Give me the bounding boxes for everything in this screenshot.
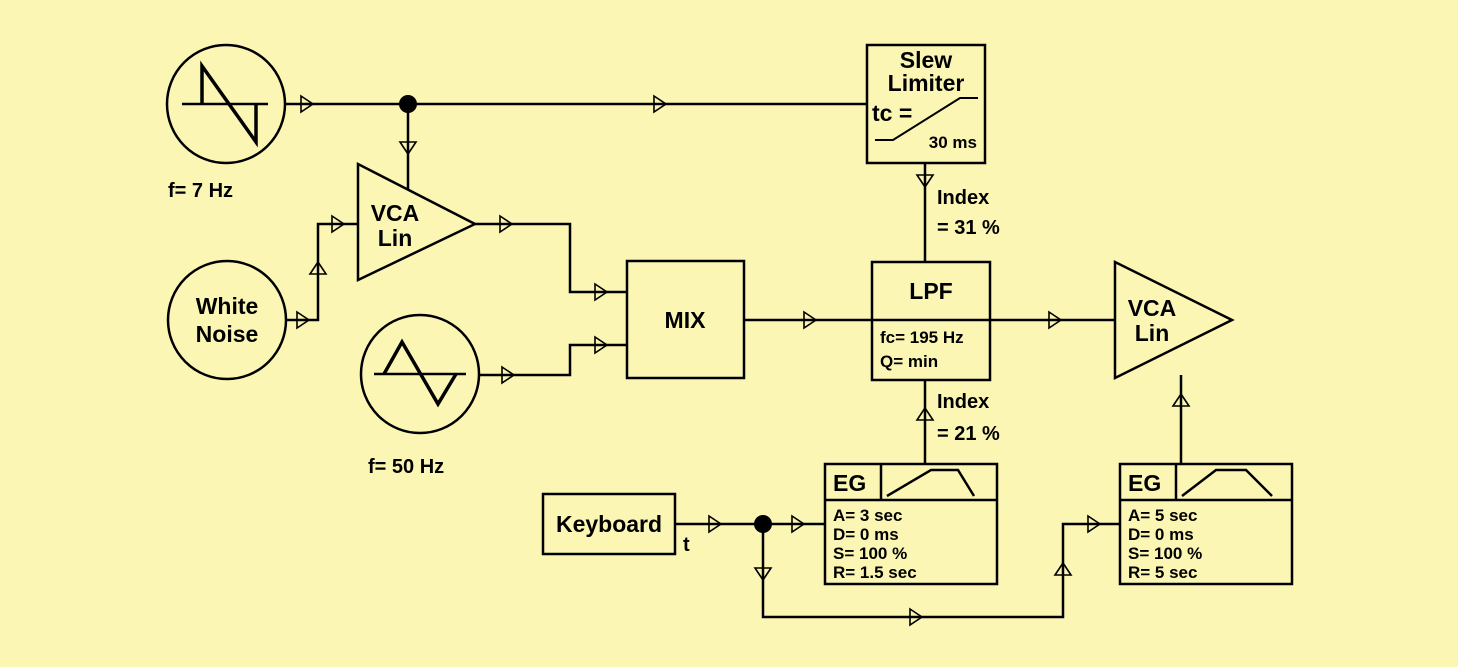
- wire-osc-to-mix: [479, 343, 627, 377]
- wire-vca-to-mix: [475, 222, 627, 294]
- lpf-label: LPF: [909, 278, 952, 304]
- vca-output-triangle: [1113, 259, 1235, 381]
- eg2-title: EG: [1128, 470, 1161, 496]
- osc-circle: [359, 313, 481, 435]
- mix-box: [625, 259, 746, 380]
- vca-top-triangle: [356, 161, 478, 282]
- vca-output-label-line2: Lin: [1135, 320, 1170, 346]
- keyboard: Keyboard t: [541, 492, 690, 556]
- eg1-decay: D= 0 ms: [833, 525, 899, 544]
- mix-label: MIX: [665, 307, 707, 333]
- lpf-index-bottom-line1: Index: [937, 391, 989, 413]
- arrow-up: [1053, 561, 1073, 576]
- arrow-up: [915, 406, 935, 421]
- slew-box: [865, 43, 987, 165]
- osc-frequency-label: f= 50 Hz: [368, 456, 444, 478]
- arrow-down: [398, 141, 418, 156]
- wire-keyboard-to-eg2: [761, 522, 1120, 619]
- slew-ramp-icon: [875, 97, 978, 141]
- noise-label-line2: Noise: [196, 321, 259, 347]
- keyboard-label: Keyboard: [556, 511, 662, 537]
- lpf-index-top-line1: Index: [937, 187, 989, 209]
- arrow-up: [308, 260, 328, 275]
- arrow-right: [1048, 310, 1063, 330]
- arrow-right: [1087, 514, 1102, 534]
- arrow-right: [594, 282, 609, 302]
- eg1-box: [823, 462, 999, 586]
- low-pass-filter: LPF fc= 195 Hz Q= min: [870, 260, 992, 382]
- envelope-generator-1: EG A= 3 sec D= 0 ms S= 100 % R= 1.5 sec: [823, 462, 999, 586]
- arrow-right: [803, 310, 818, 330]
- arrow-down: [753, 567, 773, 582]
- arrow-right: [791, 514, 806, 534]
- triangle-wave-icon: [374, 338, 466, 408]
- keyboard-trigger-label: t: [683, 534, 690, 556]
- lfo-oscillator: f= 7 Hz: [165, 43, 287, 202]
- lpf-index-bottom-line2: = 21 %: [937, 423, 1000, 445]
- eg2-decay: D= 0 ms: [1128, 525, 1194, 544]
- eg2-envelope-icon: [1181, 468, 1273, 497]
- arrow-right: [499, 214, 514, 234]
- noise-circle: [166, 259, 288, 381]
- slew-label-line1: Slew: [900, 47, 953, 73]
- arrow-right: [909, 607, 924, 627]
- vca-top-label-line2: Lin: [378, 225, 413, 251]
- eg2-sustain: S= 100 %: [1128, 544, 1202, 563]
- arrow-right: [708, 514, 723, 534]
- slew-limiter: Slew Limiter tc = 30 ms: [865, 43, 987, 165]
- lpf-cutoff: fc= 195 Hz: [880, 328, 964, 347]
- white-noise-source: White Noise: [166, 259, 288, 381]
- eg2-box: [1118, 462, 1294, 586]
- eg1-release: R= 1.5 sec: [833, 563, 917, 582]
- connection-wires: [285, 102, 1183, 619]
- arrow-right: [594, 335, 609, 355]
- slew-tc-label: tc =: [872, 100, 912, 126]
- mixer: MIX: [625, 259, 746, 380]
- eg1-attack: A= 3 sec: [833, 506, 902, 525]
- wire-noise-to-vca: [286, 222, 358, 322]
- keyboard-box: [541, 492, 677, 556]
- arrow-right: [653, 94, 668, 114]
- eg1-envelope-icon: [886, 468, 976, 498]
- junction-dot-lfo: [399, 95, 417, 113]
- noise-label-line1: White: [196, 293, 259, 319]
- vca-output-label-line1: VCA: [1128, 295, 1177, 321]
- audio-oscillator: f= 50 Hz: [359, 313, 481, 478]
- vca-top-label-line1: VCA: [371, 200, 420, 226]
- lpf-resonance: Q= min: [880, 352, 938, 371]
- eg2-release: R= 5 sec: [1128, 563, 1197, 582]
- junction-dot-keyboard: [754, 515, 772, 533]
- vca-output: VCA Lin: [1113, 259, 1235, 381]
- eg2-attack: A= 5 sec: [1128, 506, 1197, 525]
- signal-arrows: [296, 94, 1191, 627]
- vca-top: VCA Lin: [356, 161, 478, 282]
- lfo-circle: [165, 43, 287, 165]
- arrow-right: [331, 214, 346, 234]
- lpf-box: [870, 260, 992, 382]
- lpf-index-top-line2: = 31 %: [937, 217, 1000, 239]
- slew-tc-value: 30 ms: [929, 133, 977, 152]
- lfo-frequency-label: f= 7 Hz: [168, 180, 233, 202]
- eg1-title: EG: [833, 470, 866, 496]
- slew-label-line2: Limiter: [888, 70, 965, 96]
- arrow-down: [915, 174, 935, 189]
- sawtooth-wave-icon: [182, 60, 268, 148]
- eg1-sustain: S= 100 %: [833, 544, 907, 563]
- envelope-generator-2: EG A= 5 sec D= 0 ms S= 100 % R= 5 sec: [1118, 462, 1294, 586]
- arrow-right: [501, 365, 516, 385]
- arrow-up: [1171, 392, 1191, 407]
- arrow-right: [296, 310, 311, 330]
- arrow-right: [300, 94, 315, 114]
